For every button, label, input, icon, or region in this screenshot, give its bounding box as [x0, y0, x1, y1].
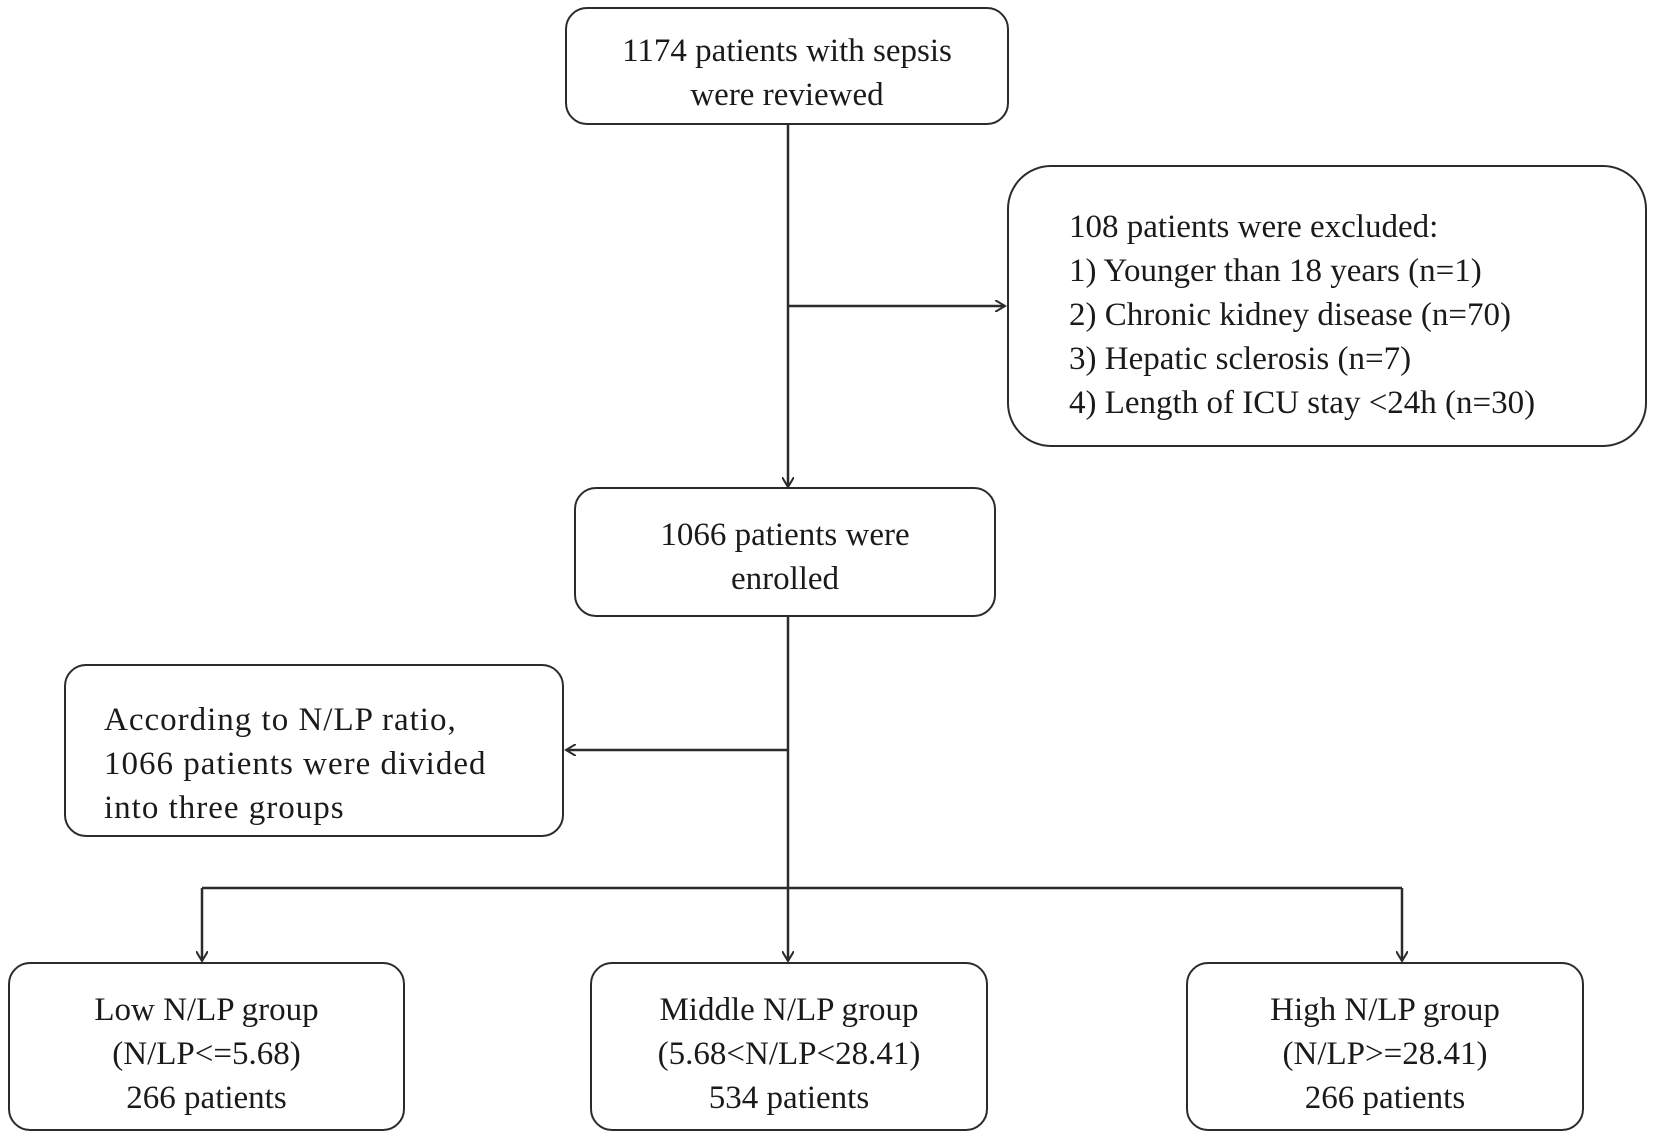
- enrolled-patients-box: 1066 patients were enrolled: [574, 487, 996, 617]
- box-text-line: 1174 patients with sepsis: [622, 33, 952, 69]
- group-name: Low N/LP group: [94, 992, 319, 1028]
- group-criteria: (N/LP>=28.41): [1282, 1036, 1488, 1072]
- exclusion-item: 2) Chronic kidney disease (n=70): [1069, 297, 1512, 333]
- box-text-line: 1066 patients were divided: [104, 746, 487, 782]
- group-criteria: (N/LP<=5.68): [112, 1036, 301, 1072]
- box-text-line: According to N/LP ratio,: [104, 702, 457, 738]
- exclusion-heading: 108 patients were excluded:: [1069, 209, 1439, 245]
- group-criteria: (5.68<N/LP<28.41): [657, 1036, 921, 1072]
- box-text-line: 1066 patients were: [660, 517, 910, 553]
- group-count: 266 patients: [1304, 1080, 1466, 1116]
- group-division-box: According to N/LP ratio, 1066 patients w…: [64, 664, 564, 837]
- exclusion-item: 3) Hepatic sclerosis (n=7): [1069, 341, 1412, 377]
- box-text-line: into three groups: [104, 790, 345, 826]
- box-text-line: enrolled: [730, 561, 840, 597]
- group-name: High N/LP group: [1270, 992, 1500, 1028]
- middle-group-box: Middle N/LP group (5.68<N/LP<28.41) 534 …: [590, 962, 988, 1131]
- exclusion-item: 4) Length of ICU stay <24h (n=30): [1069, 385, 1536, 421]
- group-count: 266 patients: [126, 1080, 287, 1116]
- excluded-patients-box: 108 patients were excluded: 1) Younger t…: [1007, 165, 1647, 447]
- box-text-line: were reviewed: [690, 77, 884, 113]
- high-group-box: High N/LP group (N/LP>=28.41) 266 patien…: [1186, 962, 1584, 1131]
- reviewed-patients-box: 1174 patients with sepsis were reviewed: [565, 7, 1009, 125]
- exclusion-item: 1) Younger than 18 years (n=1): [1069, 253, 1482, 289]
- low-group-box: Low N/LP group (N/LP<=5.68) 266 patients: [8, 962, 405, 1131]
- group-count: 534 patients: [708, 1080, 870, 1116]
- group-name: Middle N/LP group: [659, 992, 919, 1028]
